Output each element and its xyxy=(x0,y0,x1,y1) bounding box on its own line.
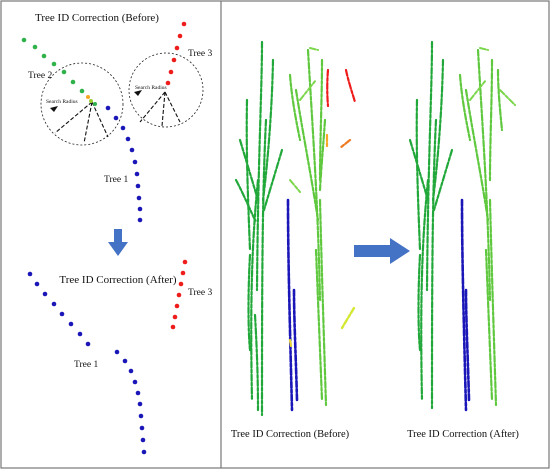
tree3-points-before xyxy=(165,21,187,86)
search-radius-circle-right xyxy=(128,52,204,128)
right-after-caption: Tree ID Correction (After) xyxy=(407,429,519,440)
search-radius-label-right: Search Radius xyxy=(135,85,167,91)
tree2-label-before: Tree 2 xyxy=(28,71,52,81)
radius-lines-left xyxy=(54,101,109,144)
tree3-label-after: Tree 3 xyxy=(188,288,212,298)
tree1-points-before xyxy=(105,105,143,223)
right-arrow-icon xyxy=(354,238,410,264)
before-title: Tree ID Correction (Before) xyxy=(35,12,159,24)
right-before-caption: Tree ID Correction (Before) xyxy=(231,429,350,440)
tree3-points-after xyxy=(170,259,188,330)
search-radius-label-left: Search Radius xyxy=(46,99,78,105)
down-arrow-icon xyxy=(108,229,128,256)
radius-lines-right xyxy=(139,91,181,127)
search-radius-circle-left xyxy=(40,62,124,146)
tree1-label-after: Tree 1 xyxy=(74,360,98,370)
tree1-points-after xyxy=(27,271,147,455)
radius-arrowhead-left xyxy=(50,106,58,112)
candidate-points xyxy=(86,95,97,106)
tree2-points-before xyxy=(21,37,85,94)
point-cloud-after xyxy=(408,40,516,412)
radius-arrowhead-right xyxy=(134,90,142,96)
tree3-label-before: Tree 3 xyxy=(188,49,212,59)
tree1-label-before: Tree 1 xyxy=(104,175,128,185)
point-cloud-before xyxy=(234,40,357,417)
after-title: Tree ID Correction (After) xyxy=(59,274,177,286)
